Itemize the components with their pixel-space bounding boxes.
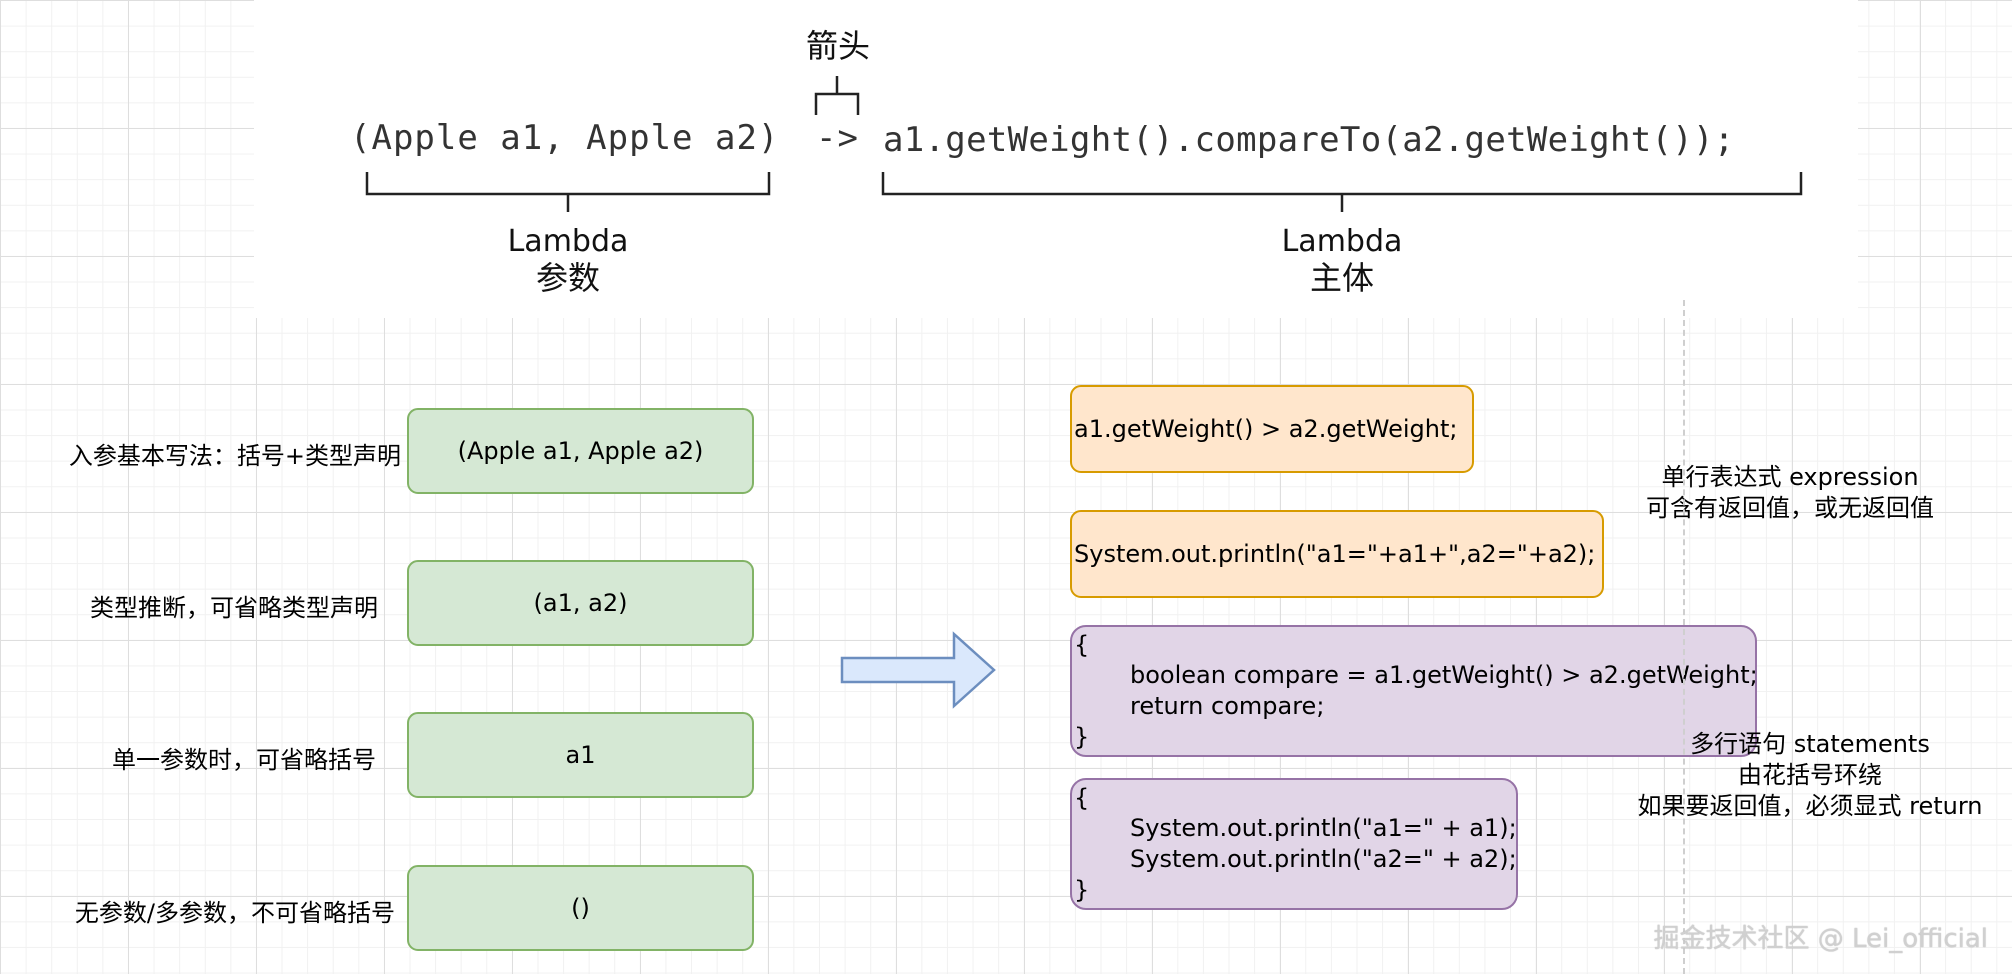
expression-box: a1.getWeight() > a2.getWeight; (1070, 385, 1474, 473)
expression-note-line1: 单行表达式 expression (1661, 463, 1919, 491)
watermark: 掘金技术社区 @ Lei_official (1653, 924, 1989, 954)
params-title-line2: 参数 (535, 259, 600, 297)
statement-line: System.out.println("a1=" + a1); (1130, 814, 1517, 842)
right-arrow-icon (840, 631, 996, 709)
params-title-line1: Lambda (507, 224, 629, 259)
params-title: Lambda 参数 (488, 224, 648, 296)
statement-line: boolean compare = a1.getWeight() > a2.ge… (1130, 661, 1758, 689)
open-brace: { (1074, 784, 1090, 812)
param-box: () (407, 865, 754, 951)
statement-box: { System.out.println("a1=" + a1); System… (1070, 778, 1518, 910)
param-row-label: 无参数/多参数，不可省略括号 (74, 899, 395, 927)
param-box: (Apple a1, Apple a2) (407, 408, 754, 494)
param-row-label: 类型推断，可省略类型声明 (90, 594, 378, 622)
expression-note-line2: 可含有返回值，或无返回值 (1646, 494, 1934, 522)
statement-note-line2: 由花括号环绕 (1738, 761, 1882, 789)
statement-box: { boolean compare = a1.getWeight() > a2.… (1070, 625, 1758, 757)
body-code: a1.getWeight().compareTo(a2.getWeight())… (883, 120, 1735, 160)
syntax-panel (254, 0, 1858, 318)
statement-note: 多行语句 statements 由花括号环绕 如果要返回值，必须显式 retur… (1620, 729, 2000, 822)
body-title-line1: Lambda (1281, 224, 1403, 259)
body-bracket (881, 172, 1803, 196)
close-brace: } (1074, 876, 1090, 904)
expression-note: 单行表达式 expression 可含有返回值，或无返回值 (1615, 462, 1965, 524)
param-box: (a1, a2) (407, 560, 754, 646)
param-row-label: 入参基本写法：括号+类型声明 (68, 442, 401, 470)
body-title-line2: 主体 (1309, 259, 1374, 297)
open-brace: { (1074, 631, 1090, 659)
dashed-divider (1683, 300, 1685, 974)
statement-line: return compare; (1130, 692, 1325, 720)
close-brace: } (1074, 723, 1090, 751)
params-code: (Apple a1, Apple a2) (350, 118, 780, 158)
syntax-brackets (365, 76, 1803, 212)
expression-box: System.out.println("a1="+a1+",a2="+a2); (1070, 510, 1604, 598)
params-bracket (365, 172, 771, 196)
statement-line: System.out.println("a2=" + a2); (1130, 845, 1517, 873)
body-title: Lambda 主体 (1262, 224, 1422, 296)
statement-note-line1: 多行语句 statements (1690, 730, 1930, 758)
param-row-label: 单一参数时，可省略括号 (112, 746, 376, 774)
arrow-label: 箭头 (805, 27, 870, 65)
arrow-bracket (814, 92, 860, 115)
arrow-code: -> (816, 118, 859, 158)
param-box: a1 (407, 712, 754, 798)
statement-note-line3: 如果要返回值，必须显式 return (1637, 792, 1983, 820)
